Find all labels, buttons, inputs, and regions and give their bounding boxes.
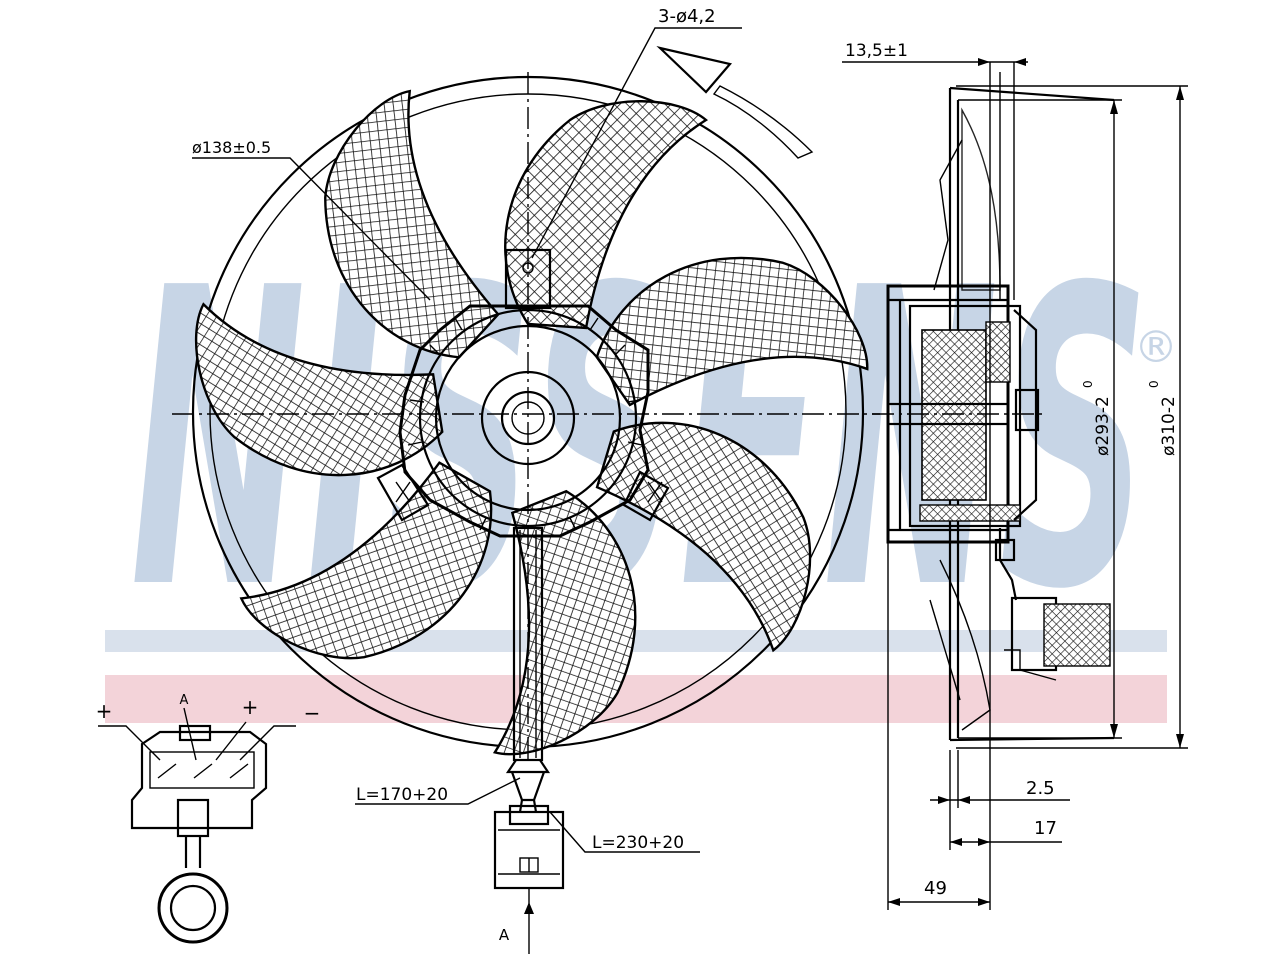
front-view: A	[172, 46, 884, 954]
motor-winding	[921, 329, 987, 501]
dim-holes: 3-ø4,2	[658, 6, 716, 27]
connector-plug-icon	[493, 804, 565, 954]
dim-shroud-inner-tol: 0	[1081, 380, 1095, 388]
dim-shroud-outer: ø310-2	[1159, 396, 1179, 456]
dim-cable-short: L=170+20	[356, 785, 448, 805]
front-dimensions: 3-ø4,2 ø138±0.5 L=170+20 L=230+20	[192, 6, 742, 853]
dim-cable-long: L=230+20	[592, 833, 684, 853]
dim-49: 49	[924, 878, 947, 899]
watermark-registered: ®	[1134, 322, 1178, 373]
dim-2-5: 2.5	[1026, 778, 1055, 799]
connector-pinout: + A + −	[96, 693, 321, 944]
fan-cable	[505, 526, 551, 813]
pin-minus: −	[304, 701, 321, 725]
pin-left: +	[96, 699, 113, 723]
dim-shroud-inner: ø293-2	[1093, 396, 1113, 456]
dim-hub-diameter: ø138±0.5	[192, 138, 271, 157]
watermark-band-red	[105, 675, 1167, 723]
dim-flange: 13,5±1	[845, 41, 908, 61]
dim-17: 17	[1034, 818, 1057, 839]
pin-a: A	[180, 693, 189, 708]
side-dimensions: 13,5±1 ø293-2 0 ø310-2 0 2.5 17	[842, 41, 1188, 910]
dim-shroud-outer-tol: 0	[1147, 380, 1161, 388]
pin-plus: +	[242, 695, 259, 719]
side-view	[872, 62, 1115, 760]
rotation-arrow-icon	[656, 46, 814, 159]
side-connector	[1004, 596, 1111, 681]
view-label-a: A	[499, 926, 510, 944]
